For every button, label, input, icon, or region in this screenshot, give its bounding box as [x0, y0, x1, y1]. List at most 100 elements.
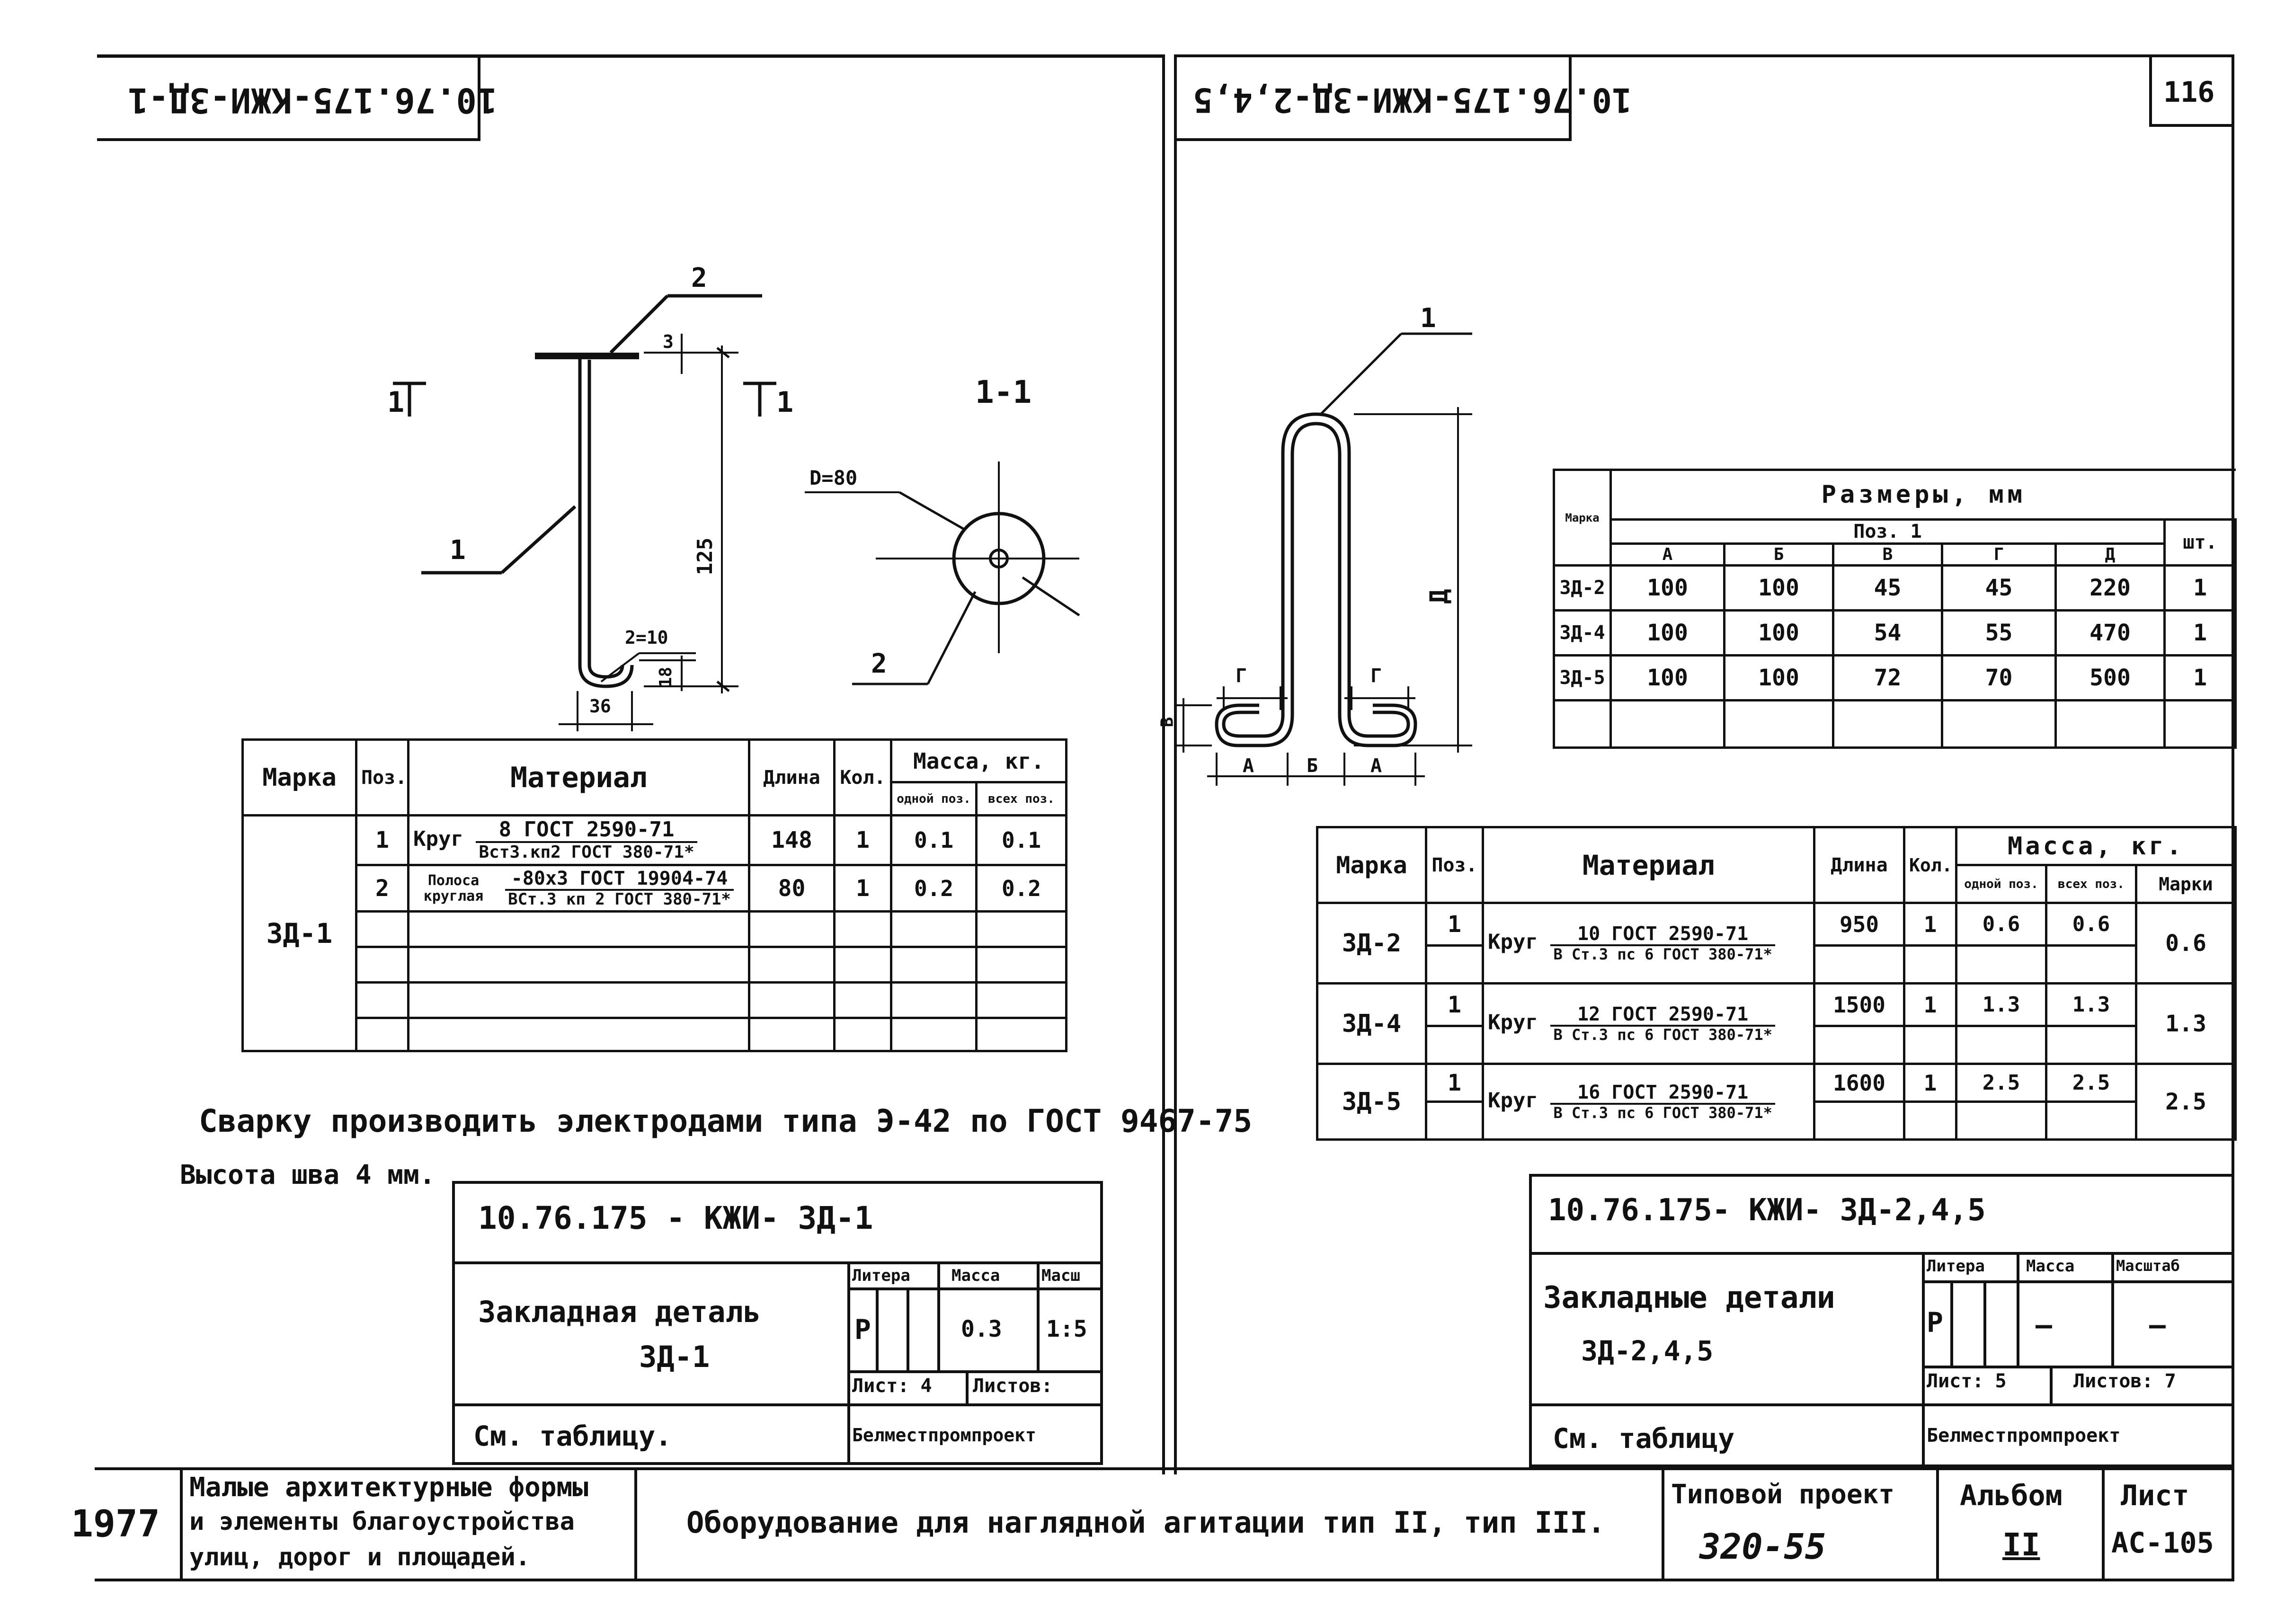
right-tb-line	[1950, 1280, 1953, 1366]
left-spec-table: Марка Поз. Материал Длина Кол. Масса, кг…	[241, 738, 1068, 1053]
right-row-mass-mark: 0.6	[2135, 902, 2237, 985]
right-row-mark: ЗД-2	[1316, 902, 1427, 985]
material-fraction: 8 ГОСТ 2590-71 Вст3.кп2 ГОСТ 380-71*	[476, 818, 697, 862]
empty-cell	[1832, 699, 1943, 749]
right-tb-mass-h: Масса	[2026, 1257, 2075, 1276]
footer-project-label: Типовой проект	[1671, 1479, 1895, 1510]
left-tb-line	[1037, 1261, 1040, 1370]
footer-series-3: улиц, дорог и площадей.	[189, 1543, 531, 1571]
th-qty: Кол.	[833, 738, 892, 816]
empty-cell	[407, 946, 750, 984]
right-dim-d: Д	[1425, 589, 1454, 604]
th-mass-all: всех поз.	[975, 781, 1068, 816]
material-prefix: Круг	[413, 827, 463, 851]
left-tb-sheet: Лист: 4	[852, 1375, 932, 1397]
right-tb-org: Белместпромпроект	[1927, 1425, 2121, 1447]
right-row-mass-one: 1.3	[1955, 982, 2047, 1027]
right-row-mass-one: 0.6	[1955, 902, 2047, 947]
empty-cell	[890, 981, 978, 1020]
left-row-length: 148	[748, 814, 836, 866]
empty-cell	[1723, 699, 1834, 749]
page-number: 116	[2163, 76, 2215, 109]
page-number-box	[2149, 56, 2234, 127]
left-row-mass-all: 0.1	[975, 814, 1068, 866]
right-row-mass-all: 0.6	[2045, 902, 2137, 947]
dim-36: 36	[589, 696, 611, 717]
empty-cell	[355, 1017, 409, 1053]
left-row-length: 80	[748, 863, 836, 913]
right-tb-scale-h: Масштаб	[2116, 1257, 2180, 1275]
sizes-cell: 70	[1941, 654, 2057, 701]
left-section-mark-1-right: 1	[776, 386, 794, 419]
empty-cell	[2045, 944, 2137, 985]
material-prefix: Круг	[1488, 1088, 1538, 1113]
th-qty: Кол.	[1903, 826, 1957, 904]
footer-top-line	[95, 1467, 2234, 1470]
empty-cell	[1941, 699, 2057, 749]
right-tb-litera-h: Литера	[1927, 1257, 1985, 1276]
right-leader-label-1: 1	[1420, 303, 1436, 334]
footer-divider	[1936, 1467, 1939, 1581]
material-num: 10 ГОСТ 2590-71	[1550, 923, 1775, 946]
left-section-mark-1: 1	[387, 386, 405, 419]
right-tb-line	[1529, 1252, 2234, 1255]
dim-r10: 2=10	[625, 627, 668, 648]
dim-d80: D=80	[809, 466, 858, 489]
sizes-cell: 100	[1723, 564, 1834, 612]
empty-cell	[748, 910, 836, 949]
th-mark: Марка	[1316, 826, 1427, 904]
footer-sheet-number: АС-105	[2111, 1526, 2214, 1560]
empty-cell	[975, 1017, 1068, 1053]
left-row-mass-all: 0.2	[975, 863, 1068, 913]
empty-cell	[833, 1017, 892, 1053]
right-tb-sheets: Листов: 7	[2073, 1370, 2176, 1392]
sizes-cell: 100	[1609, 609, 1725, 657]
left-tb-sheets: Листов:	[973, 1375, 1053, 1397]
right-tb-material: См. таблицу	[1553, 1422, 1735, 1455]
leader-label-2-bottom: 2	[871, 648, 887, 679]
material-den: Вст3.кп2 ГОСТ 380-71*	[479, 843, 694, 862]
empty-cell	[355, 946, 409, 984]
empty-cell	[355, 910, 409, 949]
left-tb-line	[452, 1403, 1103, 1406]
footer-divider	[634, 1467, 637, 1581]
sizes-row-mark: ЗД-2	[1553, 564, 1612, 612]
left-tb-line	[876, 1287, 879, 1370]
right-sheet-top-edge	[1174, 54, 2234, 57]
right-row-pos: 1	[1425, 902, 1484, 947]
right-row-qty: 1	[1903, 1063, 1957, 1103]
left-tb-name-mark: ЗД-1	[639, 1340, 710, 1374]
footer-album-label: Альбом	[1960, 1479, 2063, 1512]
right-tb-mass: —	[2036, 1309, 2052, 1341]
sizes-cell: 100	[1609, 564, 1725, 612]
sizes-cell: 1	[2163, 654, 2237, 701]
right-row-material: Круг 12 ГОСТ 2590-71 В Ст.3 пс 6 ГОСТ 38…	[1482, 982, 1815, 1065]
material-fraction: 16 ГОСТ 2590-71 В Ст.3 пс 6 ГОСТ 380-71*	[1550, 1082, 1775, 1121]
footer-album-number: II	[2002, 1526, 2040, 1563]
right-row-length: 950	[1813, 902, 1905, 947]
right-row-mark: ЗД-4	[1316, 982, 1427, 1065]
right-row-qty: 1	[1903, 982, 1957, 1027]
left-tb-litera: Р	[854, 1313, 871, 1346]
right-dim-g-left: Г	[1236, 665, 1247, 687]
right-tb-name-mark: ЗД-2,4,5	[1581, 1335, 1714, 1367]
left-tb-org: Белместпромпроект	[852, 1425, 1036, 1446]
material-den: ВСт.3 кп 2 ГОСТ 380-71*	[508, 889, 731, 909]
footer-series-1: Малые архитектурные формы	[189, 1472, 588, 1503]
empty-cell	[1425, 1100, 1484, 1141]
left-sheet-frame	[97, 54, 1162, 1474]
right-row-mass-one: 2.5	[1955, 1063, 2047, 1103]
left-row-mark: ЗД-1	[241, 814, 357, 1053]
right-tb-line	[1922, 1280, 2234, 1283]
empty-cell	[975, 981, 1068, 1020]
left-tb-mass-h: Масса	[951, 1266, 1000, 1285]
right-spec-table: Марка Поз. Материал Длина Кол. Масса, кг…	[1316, 826, 2237, 1141]
empty-cell	[1903, 1100, 1957, 1141]
material-fraction: -80х3 ГОСТ 19904-74 ВСт.3 кп 2 ГОСТ 380-…	[505, 868, 734, 908]
left-row-pos: 1	[355, 814, 409, 866]
th-material: Материал	[1482, 826, 1815, 904]
right-sheet-left-edge	[1174, 54, 1177, 1474]
sizes-cell: 45	[1941, 564, 2057, 612]
empty-cell	[1903, 1025, 1957, 1065]
